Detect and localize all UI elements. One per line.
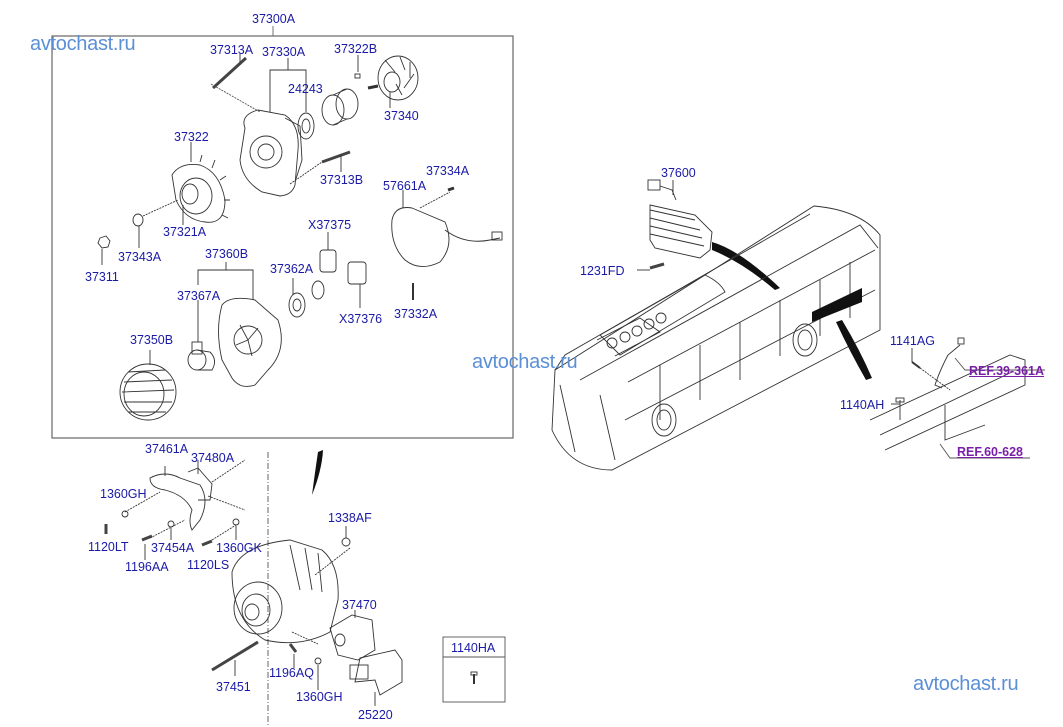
callout-37362A[interactable]: 37362A [270, 262, 314, 276]
spacer-drawing [321, 88, 359, 126]
callout-1231FD[interactable]: 1231FD [580, 264, 625, 278]
legend-box-label-1140HA[interactable]: 1140HA [451, 641, 496, 655]
callout-37334A[interactable]: 37334A [426, 164, 470, 178]
callout-1140AH[interactable]: 1140AH [840, 398, 885, 412]
callout-37322[interactable]: 37322 [174, 130, 209, 144]
callout-1360GK[interactable]: 1360GK [216, 541, 262, 555]
callout-37470[interactable]: 37470 [342, 598, 377, 612]
callout-1338AF[interactable]: 1338AF [328, 511, 372, 525]
callout-X37376[interactable]: X37376 [339, 312, 383, 326]
callout-37322B[interactable]: 37322B [334, 42, 378, 56]
callout-37332A[interactable]: 37332A [394, 307, 438, 321]
callout-37454A[interactable]: 37454A [151, 541, 195, 555]
callout-1141AG[interactable]: 1141AG [890, 334, 935, 348]
callout-24243[interactable]: 24243 [288, 82, 323, 96]
reference-link-39-361A[interactable]: REF.39-361A [969, 364, 1045, 378]
callout-37480A[interactable]: 37480A [191, 451, 235, 465]
actuator-37470-drawing [291, 610, 376, 661]
callout-1196AA[interactable]: 1196AA [125, 560, 169, 574]
fan-drawing [171, 142, 230, 225]
assembly-frame [51, 35, 514, 439]
callout-1120LT[interactable]: 1120LT [88, 540, 129, 554]
bracket-25220-drawing [349, 649, 403, 706]
brush-holder-drawing [319, 232, 367, 308]
callout-1360GH-lower[interactable]: 1360GH [296, 690, 343, 704]
callout-37313A[interactable]: 37313A [210, 43, 254, 57]
watermark-top-left: avtochast.ru [30, 33, 136, 55]
callout-1196AQ[interactable]: 1196AQ [269, 666, 314, 680]
callout-37360B[interactable]: 37360B [205, 247, 249, 261]
callout-57661A[interactable]: 57661A [383, 179, 427, 193]
callout-X37375[interactable]: X37375 [308, 218, 352, 232]
frame-rail-drawing [869, 354, 1026, 451]
callout-37311[interactable]: 37311 [85, 270, 119, 284]
bracket-37461A-drawing [149, 459, 246, 531]
watermark-bottom-right: avtochast.ru [913, 673, 1019, 695]
callout-37451[interactable]: 37451 [216, 680, 251, 694]
front-housing-drawing [239, 109, 303, 197]
sleeve-drawing [187, 341, 215, 371]
callout-37340[interactable]: 37340 [384, 109, 419, 123]
alternator-drawing [231, 526, 351, 644]
watermark-center: avtochast.ru [472, 351, 578, 373]
bolt-37313A-drawing [210, 54, 261, 113]
callout-37321A[interactable]: 37321A [163, 225, 207, 239]
callout-1120LS[interactable]: 1120LS [187, 558, 230, 572]
callout-37350B[interactable]: 37350B [130, 333, 174, 347]
callout-25220[interactable]: 25220 [358, 708, 393, 722]
rear-housing-drawing [218, 297, 282, 387]
callout-1360GH-upper[interactable]: 1360GH [100, 487, 147, 501]
callout-37300A[interactable]: 37300A [252, 12, 296, 26]
bus-drawing [551, 205, 881, 471]
callout-37330A[interactable]: 37330A [262, 45, 306, 59]
sensor-1141AG-drawing [911, 337, 965, 391]
callout-37313B[interactable]: 37313B [320, 173, 364, 187]
callout-37600[interactable]: 37600 [661, 166, 696, 180]
callout-37461A[interactable]: 37461A [145, 442, 189, 456]
rectifier-drawing [391, 186, 503, 267]
callout-37343A[interactable]: 37343A [118, 250, 162, 264]
reference-link-60-628[interactable]: REF.60-628 [957, 445, 1024, 459]
pulley-drawing [119, 363, 177, 421]
callout-37367A[interactable]: 37367A [177, 289, 221, 303]
regulator-drawing [647, 179, 713, 259]
rotor-drawing [367, 55, 419, 108]
